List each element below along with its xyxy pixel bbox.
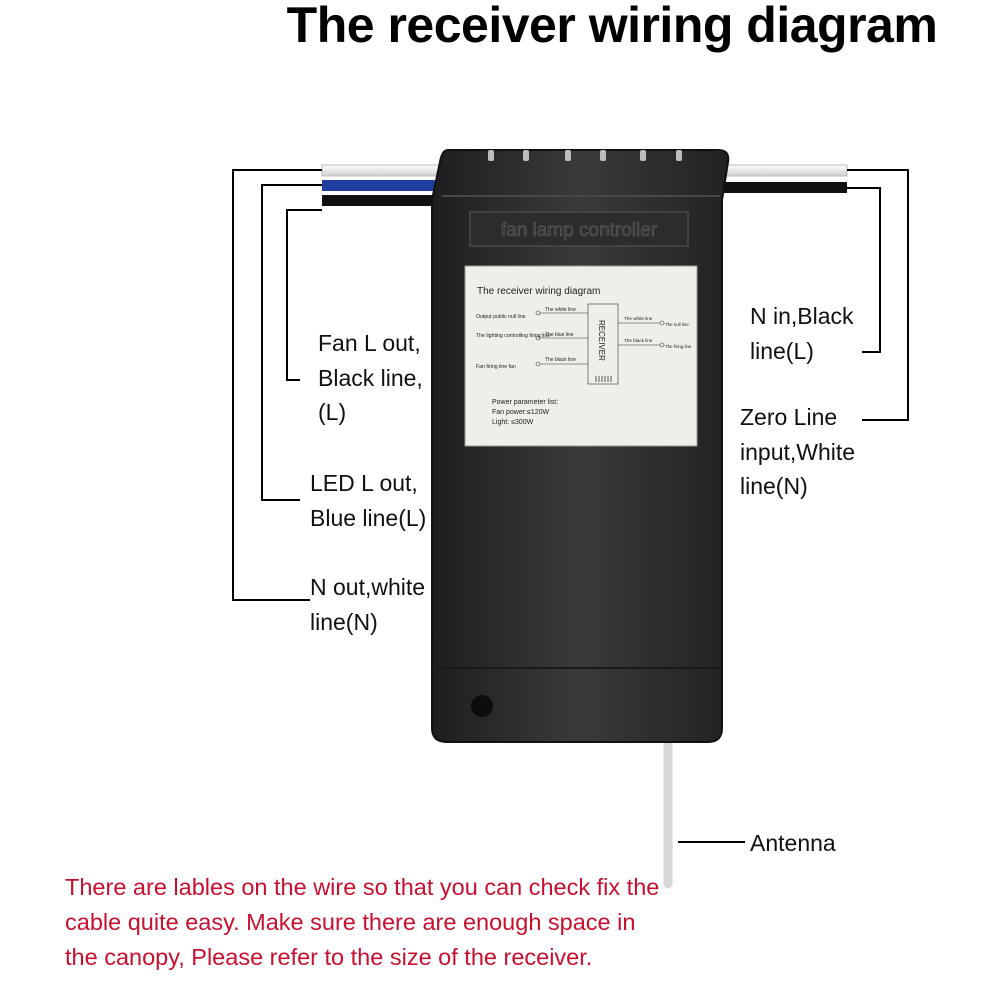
sticker-right-wire-1: The white line: [624, 316, 653, 321]
page-title: The receiver wiring diagram: [286, 0, 938, 53]
label-fan-l-out: Fan L out, Black line, (L): [318, 330, 423, 425]
leader-n-in: [847, 187, 881, 353]
label-antenna: Antenna: [750, 830, 836, 856]
leader-n-out: [232, 169, 322, 601]
installation-note: There are lables on the wire so that you…: [65, 874, 660, 970]
sticker-right-line-1: The null line: [665, 322, 689, 327]
sticker-left-line-3: Fan firing line fan: [476, 364, 516, 370]
sticker-power-heading: Power parameter list:: [492, 399, 558, 406]
wire-white-right: [721, 164, 848, 177]
wire-black-left: [322, 195, 446, 206]
right-wires: [721, 164, 848, 193]
antenna-port: [471, 695, 493, 717]
wire-blue-left: [322, 180, 446, 191]
embossed-plate: [469, 211, 689, 247]
sticker-left-line-2: The lighting controlling firing line: [476, 333, 550, 339]
leader-lines: [232, 169, 909, 843]
sticker-light-power: Light: ≤300W: [492, 419, 534, 426]
sticker-title: The receiver wiring diagram: [477, 286, 600, 297]
leader-zero-in: [847, 169, 909, 421]
sticker-right-line-2: The firing line: [665, 344, 692, 349]
sticker-right-wire-2: The black line: [624, 338, 653, 343]
sticker-left-wire-1: The white line: [545, 307, 576, 313]
sticker-fan-power: Fan power:≤120W: [492, 409, 550, 416]
sticker-left-wire-2: The blue line: [545, 332, 574, 338]
vent-slots: [488, 150, 682, 161]
sticker-left-wire-3: The black line: [545, 357, 576, 363]
wire-white-left: [321, 164, 447, 177]
left-wires: [321, 164, 447, 206]
label-n-in: N in,Black line(L): [750, 303, 854, 364]
label-zero-line: Zero Line input,White line(N): [740, 404, 856, 499]
sticker-center-label: RECEIVER: [597, 320, 606, 361]
leader-led-out: [261, 184, 322, 501]
sticker-left-line-1: Output public null line: [476, 314, 526, 320]
label-led-l-out: LED L out, Blue line(L): [310, 470, 427, 531]
wiring-sticker: The receiver wiring diagram Output publi…: [464, 265, 698, 447]
leader-fan-out: [286, 209, 322, 381]
wire-black-right: [722, 182, 847, 193]
embossed-text: fan lamp controller: [501, 220, 658, 241]
label-n-out: N out,white line(N): [310, 574, 426, 635]
